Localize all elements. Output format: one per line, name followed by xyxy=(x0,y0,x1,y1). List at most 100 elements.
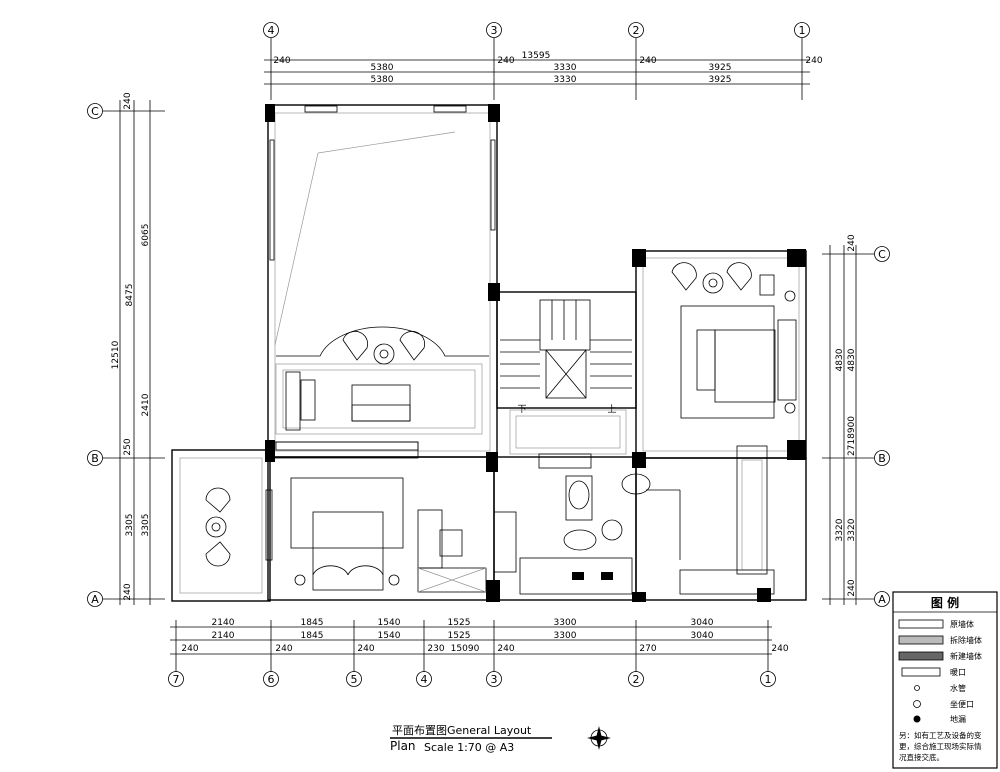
second-bedroom xyxy=(269,441,487,593)
walls xyxy=(171,104,807,602)
legend-note: 另：如有工艺及设备的变 xyxy=(899,730,982,740)
dim-wall: 240 xyxy=(497,644,514,654)
axis-label: A xyxy=(91,593,99,606)
dim-seg: 1845 xyxy=(301,631,324,641)
right-corridor xyxy=(646,445,775,595)
dim-seg: 3925 xyxy=(709,63,732,73)
axis-label: A xyxy=(878,593,886,606)
legend-heading: 图 例 xyxy=(931,595,959,610)
legend-item: 拆除墙体 xyxy=(950,635,982,645)
legend-note: 更，综合施工现场实际情 xyxy=(899,741,982,751)
dim-wall: 240 xyxy=(181,644,198,654)
axis-label: 6 xyxy=(268,673,275,686)
axis-label: 3 xyxy=(491,673,498,686)
axis-label: 4 xyxy=(268,24,275,37)
dim-wall: 270 xyxy=(639,644,656,654)
dimensions-right: 240 4830 4830 2718900 3320 3320 240 xyxy=(835,234,857,596)
dim-wall: 240 xyxy=(497,56,514,66)
axis-label: 2 xyxy=(633,24,640,37)
dim-wall: 240 xyxy=(275,644,292,654)
legend-item: 新建墙体 xyxy=(950,651,982,661)
dim-wall: 240 xyxy=(847,579,857,596)
ceiling-lines xyxy=(274,131,456,346)
dim-total: 12510 xyxy=(111,340,121,369)
dim-seg: 3305 xyxy=(141,514,151,537)
dim-total: 13595 xyxy=(522,51,551,61)
dim-wall: 240 xyxy=(273,56,290,66)
axis-label: B xyxy=(878,452,886,465)
legend-swatch xyxy=(913,715,921,723)
plan-title: 平面布置图General Layout xyxy=(392,724,532,737)
dim-seg: 6065 xyxy=(141,224,151,247)
dim-seg: 3330 xyxy=(554,75,577,85)
balcony xyxy=(205,487,273,567)
master-bedroom xyxy=(671,262,797,419)
dim-seg: 3300 xyxy=(554,631,577,641)
axis-label: 5 xyxy=(351,673,358,686)
dim-seg: 3040 xyxy=(691,618,714,628)
axis-label: 3 xyxy=(491,24,498,37)
dim-seg: 1525 xyxy=(448,631,471,641)
dim-seg: 4830 xyxy=(835,348,845,371)
dim-seg: 3320 xyxy=(847,518,857,541)
plan-word: Plan xyxy=(390,739,416,753)
legend-item: 地漏 xyxy=(950,714,966,724)
dimensions-left: 240 12510 8475 6065 2410 250 3305 3305 2… xyxy=(111,92,151,600)
dim-seg: 3330 xyxy=(554,63,577,73)
dim-seg: 3320 xyxy=(835,518,845,541)
axis-markers-top: 4 3 2 1 xyxy=(263,22,810,100)
dim-seg: 1845 xyxy=(301,618,324,628)
axis-label: 1 xyxy=(765,673,772,686)
stair-up-mark: 上 xyxy=(607,404,616,415)
legend-item: 水管 xyxy=(950,683,966,693)
dim-wall: 240 xyxy=(771,644,788,654)
dim-seg: 4830 xyxy=(847,348,857,371)
dim-wall: 230 xyxy=(427,644,444,654)
axis-label: C xyxy=(91,105,99,118)
compass-icon xyxy=(587,726,611,750)
dim-seg: 1525 xyxy=(448,618,471,628)
legend-swatch xyxy=(901,667,941,677)
living-room xyxy=(275,326,489,451)
plan-scale: Scale 1:70 @ A3 xyxy=(424,741,514,754)
axis-label: C xyxy=(878,248,886,261)
dim-seg: 1540 xyxy=(378,631,401,641)
dim-seg: 8475 xyxy=(125,284,135,307)
dimensions-bottom: 2140 1845 1540 1525 3300 3040 2140 1845 … xyxy=(170,618,789,672)
axis-label: 7 xyxy=(173,673,180,686)
dim-seg: 2718900 xyxy=(847,416,857,456)
legend-swatch xyxy=(898,619,944,629)
legend-swatch xyxy=(898,651,944,661)
dim-seg: 3300 xyxy=(554,618,577,628)
dim-seg: 5380 xyxy=(371,75,394,85)
dim-seg: 2410 xyxy=(141,393,151,416)
title-block: 平面布置图General Layout Plan Scale 1:70 @ A3 xyxy=(390,724,611,754)
dim-seg: 5380 xyxy=(371,63,394,73)
dim-wall: 240 xyxy=(639,56,656,66)
legend-swatch xyxy=(913,700,921,708)
legend-note: 况直接交底。 xyxy=(899,752,944,762)
axis-label: 2 xyxy=(633,673,640,686)
dim-wall: 240 xyxy=(847,234,857,251)
legend-item: 暖口 xyxy=(950,668,966,677)
staircase: 下 上 xyxy=(500,299,632,455)
legend-swatch xyxy=(914,685,920,691)
axis-markers-left: C B A xyxy=(87,100,165,607)
windows xyxy=(269,105,496,261)
dim-wall: 240 xyxy=(123,92,133,109)
axis-label: B xyxy=(91,452,99,465)
dim-seg: 2140 xyxy=(212,618,235,628)
dim-wall: 240 xyxy=(357,644,374,654)
dim-seg: 3040 xyxy=(691,631,714,641)
dim-wall: 250 xyxy=(123,438,133,455)
axis-markers-right: C B A xyxy=(822,245,890,607)
legend-swatch xyxy=(898,635,944,645)
bathroom xyxy=(493,453,651,595)
dim-wall: 240 xyxy=(123,583,133,600)
legend: 图 例 原墙体 拆除墙体 新建墙体 暖口 水管 坐便口 地漏 另：如有工艺及设备… xyxy=(892,591,998,769)
dim-wall: 240 xyxy=(805,56,822,66)
dim-total: 15090 xyxy=(451,644,480,654)
dim-seg: 3925 xyxy=(709,75,732,85)
legend-item: 坐便口 xyxy=(950,699,974,709)
dim-seg: 3305 xyxy=(125,514,135,537)
